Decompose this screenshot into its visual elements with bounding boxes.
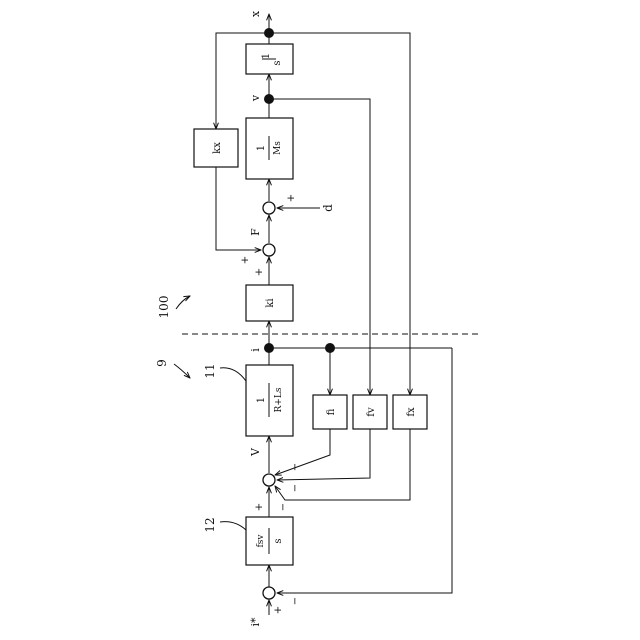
sum-junction-reference	[263, 587, 275, 599]
wire-fv-to-sumv	[277, 429, 370, 480]
ref-numeral-11: 11	[203, 363, 217, 378]
fv-label: fv	[366, 407, 377, 417]
wire-i-to-sumref	[277, 348, 452, 593]
label-i: i	[249, 348, 262, 352]
sign-sumV-fx-minus: −	[278, 503, 289, 511]
branch-node-i-second	[325, 343, 335, 353]
sign-d-plus: +	[286, 194, 297, 202]
ref-numeral-12: 12	[203, 517, 217, 532]
coil-den: R+Ls	[274, 387, 284, 412]
controller-num: fsv	[256, 534, 266, 548]
ref-numeral-9: 9	[155, 359, 169, 367]
block-integrator: 1 s	[246, 44, 293, 74]
block-fi: fi	[313, 395, 347, 429]
integrator-den: s	[272, 60, 283, 65]
sign-sumF-left-plus: +	[240, 256, 251, 264]
ref-numeral-100: 100	[157, 296, 171, 319]
sign-sumF-bottom-plus: +	[254, 268, 265, 276]
label-V: V	[249, 447, 262, 457]
sign-sumV-fi-minus: −	[290, 463, 301, 471]
signal-lines	[182, 14, 480, 615]
mass-den: Ms	[273, 141, 283, 155]
label-iref: i*	[249, 617, 262, 627]
sign-sumRef-minus: −	[290, 597, 301, 605]
sign-sumV-bottom-plus: +	[254, 503, 265, 511]
label-F: F	[249, 228, 262, 236]
kx-label: kx	[212, 142, 223, 154]
sum-junction-disturbance	[263, 202, 275, 214]
ref-leader-11	[220, 368, 246, 381]
wire-x-to-fx	[269, 33, 410, 395]
label-x: x	[249, 10, 262, 17]
block-ki: ki	[246, 285, 293, 321]
mass-num: 1	[256, 145, 267, 151]
branch-node-v	[264, 94, 274, 104]
ki-label: ki	[265, 298, 276, 307]
branch-node-x	[264, 28, 274, 38]
ref-arrow-100	[176, 296, 190, 309]
block-kx: kx	[194, 129, 238, 167]
block-fv: fv	[353, 395, 387, 429]
sum-junction-voltage	[263, 474, 275, 486]
sum-junction-force	[263, 244, 275, 256]
fi-label: fi	[326, 408, 337, 415]
ref-leader-12	[220, 522, 246, 530]
branch-node-i	[264, 343, 274, 353]
block-fx: fx	[393, 395, 427, 429]
sign-sumRef-bottom-plus: +	[273, 606, 284, 614]
label-d: d	[321, 204, 335, 212]
block-mass: 1 Ms	[246, 118, 293, 179]
fx-label: fx	[406, 407, 417, 417]
label-v: v	[249, 94, 262, 102]
ref-arrow-9	[174, 364, 190, 378]
controller-den: s	[273, 538, 284, 543]
coil-num: 1	[256, 397, 267, 403]
block-controller: fsv s	[246, 517, 293, 565]
block-coil: 1 R+Ls	[246, 365, 293, 436]
sign-sumV-fv-minus: −	[290, 484, 301, 492]
integrator-num: 1	[261, 53, 272, 59]
